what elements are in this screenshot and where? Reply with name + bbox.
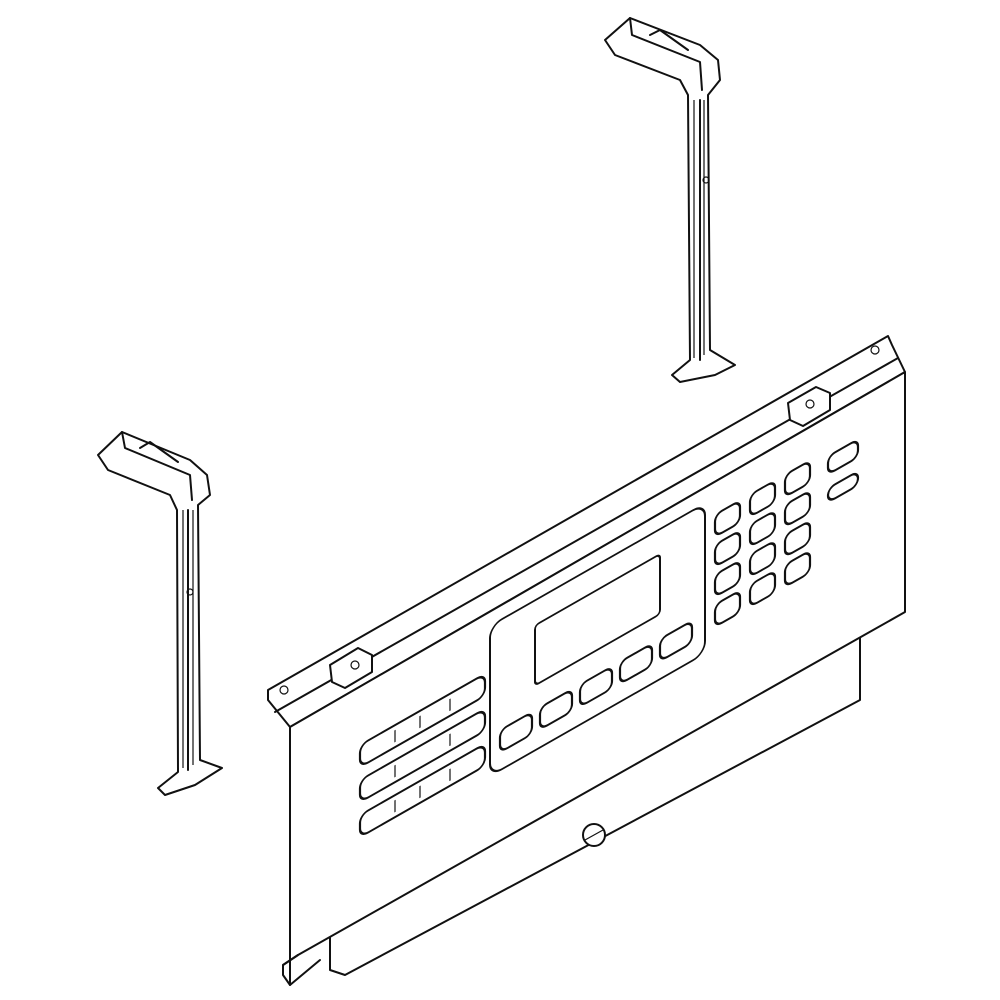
- touch-pad[interactable]: [358, 674, 487, 767]
- keypad-button[interactable]: [748, 481, 777, 517]
- panel-clip-left: [329, 647, 373, 689]
- keypad-button[interactable]: [748, 571, 777, 607]
- touch-pad[interactable]: [358, 709, 487, 802]
- control-panel: [267, 335, 906, 986]
- keypad-button[interactable]: [748, 541, 777, 577]
- start-button[interactable]: [826, 439, 860, 474]
- keypad-button[interactable]: [713, 591, 742, 627]
- function-button[interactable]: [578, 666, 614, 706]
- function-button[interactable]: [658, 621, 694, 661]
- touch-pad[interactable]: [358, 744, 487, 837]
- function-buttons: [498, 621, 694, 752]
- left-mounting-bracket: [97, 431, 223, 796]
- keypad-button[interactable]: [783, 521, 812, 557]
- keypad-button[interactable]: [783, 461, 812, 497]
- keypad-button[interactable]: [713, 531, 742, 567]
- left-touch-pads: [358, 674, 487, 837]
- keypad-button[interactable]: [713, 561, 742, 597]
- display-window: [534, 554, 661, 685]
- cancel-button[interactable]: [826, 471, 860, 502]
- function-button[interactable]: [498, 712, 534, 752]
- function-button[interactable]: [538, 689, 574, 729]
- function-button[interactable]: [618, 644, 654, 684]
- keypad-button[interactable]: [783, 491, 812, 527]
- panel-clip-right: [787, 386, 831, 427]
- keypad: [713, 439, 860, 627]
- keypad-button[interactable]: [783, 551, 812, 587]
- keypad-button[interactable]: [713, 501, 742, 537]
- keypad-button[interactable]: [748, 511, 777, 547]
- right-mounting-bracket: [604, 17, 736, 383]
